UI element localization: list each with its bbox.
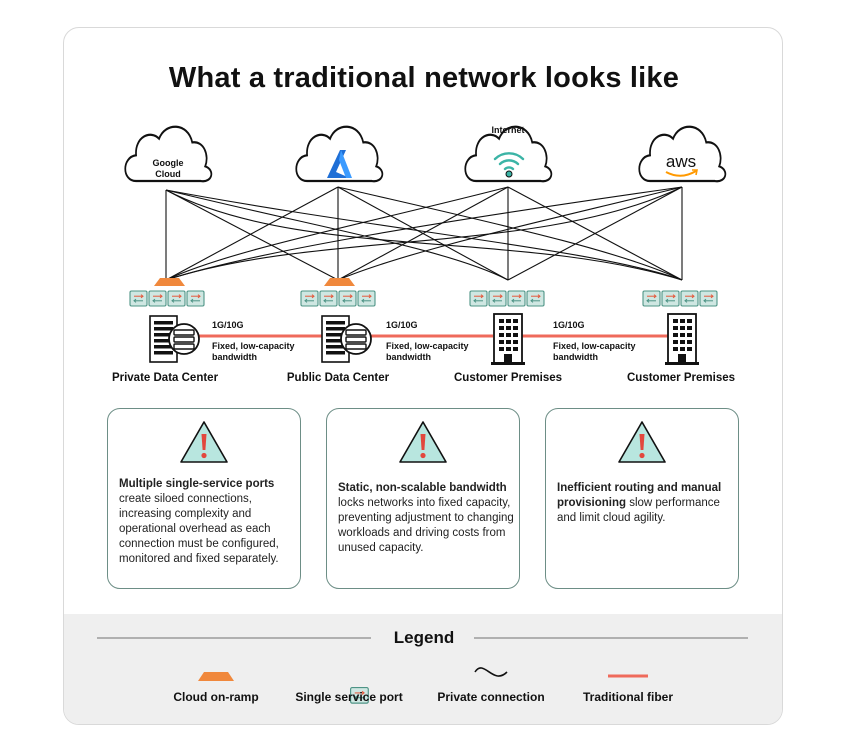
link-speed: 1G/10G [386,320,418,330]
warning-icon [399,421,447,463]
azure-cloud-icon [295,125,384,183]
site-label-customer-premises: Customer Premises [453,372,563,384]
legend-title: Legend [393,628,455,647]
internet-label: Internet [491,125,525,135]
aws-label: aws [665,152,697,171]
warning-text: Static, non-scalable bandwidth locks net… [338,482,514,554]
link-speed: 1G/10G [212,320,244,330]
cloud-onramp-icon [154,278,185,286]
warning-box: Inefficient routing and manual provision… [545,408,739,589]
site-label-customer-premises: Customer Premises [626,372,736,384]
public-data-center-icon [321,315,372,363]
legend-private-connection-icon [474,667,508,677]
internet-cloud-icon [464,125,553,183]
cloud-onramp-icon [324,278,355,286]
customer-premises-icon [664,313,700,366]
legend-label-cloud-onramp: Cloud on-ramp [173,690,259,704]
warning-icon [618,421,666,463]
warning-box: Multiple single-service ports create sil… [107,408,301,589]
warning-box: Static, non-scalable bandwidth locks net… [326,408,520,589]
site-label-public-data-center: Public Data Center [286,372,390,384]
legend-label-single-service-port: Single service port [295,690,403,704]
private-data-center-icon [149,315,200,363]
legend-label-private-connection: Private connection [437,690,545,704]
warning-text: Inefficient routing and manual provision… [557,482,722,524]
legend-onramp-icon [198,672,234,681]
warning-icon [180,421,228,463]
wifi-icon [493,152,525,171]
single-service-ports [130,291,204,306]
legend-label-traditional-fiber: Traditional fiber [582,690,674,704]
page-title: What a traditional network looks like [168,62,680,94]
single-service-ports [301,291,375,306]
site-label-private-data-center: Private Data Center [111,372,219,384]
single-service-ports [470,291,544,306]
link-speed: 1G/10G [553,320,585,330]
customer-premises-icon [490,313,526,366]
google-cloud-label: Google Cloud [152,158,184,179]
warning-text: Multiple single-service ports create sil… [119,478,279,565]
single-service-ports [643,291,717,306]
legend-band [64,614,782,724]
aws-cloud-icon [638,125,727,183]
private-connections [165,186,683,281]
